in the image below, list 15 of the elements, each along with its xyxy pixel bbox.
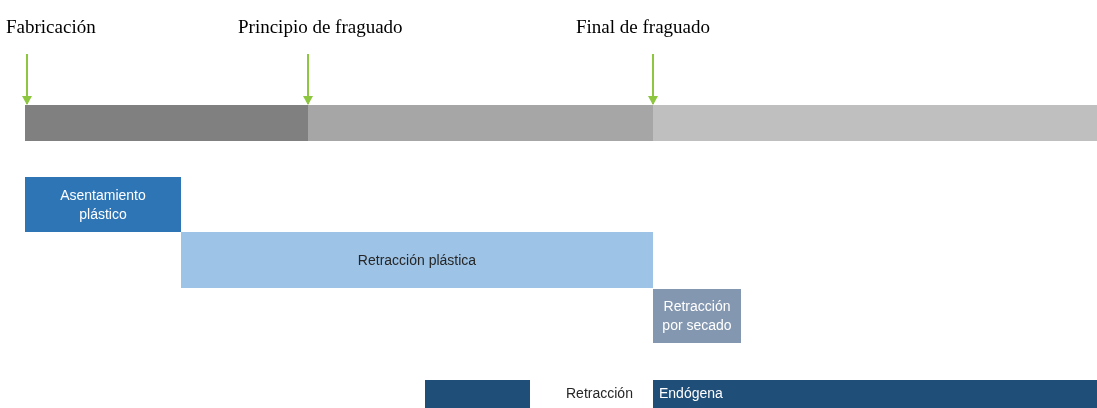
timeline-segment xyxy=(653,105,1097,141)
timeline-segment xyxy=(25,105,308,141)
phase-label: Endógena xyxy=(659,385,723,401)
phase-bar: Retracción por secado xyxy=(653,289,741,343)
phase-label: Retracción xyxy=(566,385,633,401)
milestone-label: Fabricación xyxy=(6,14,124,40)
arrow xyxy=(648,53,658,105)
milestone-label: Final de fraguado xyxy=(576,14,736,40)
phase-bar: Asentamiento plástico xyxy=(25,177,181,232)
phase-bar: Retracción plástica xyxy=(181,232,653,288)
arrow xyxy=(22,53,32,105)
arrow xyxy=(303,53,313,105)
timeline-segment xyxy=(308,105,653,141)
milestone-label: Principio de fraguado xyxy=(238,14,448,40)
phase-bar xyxy=(425,380,1097,408)
